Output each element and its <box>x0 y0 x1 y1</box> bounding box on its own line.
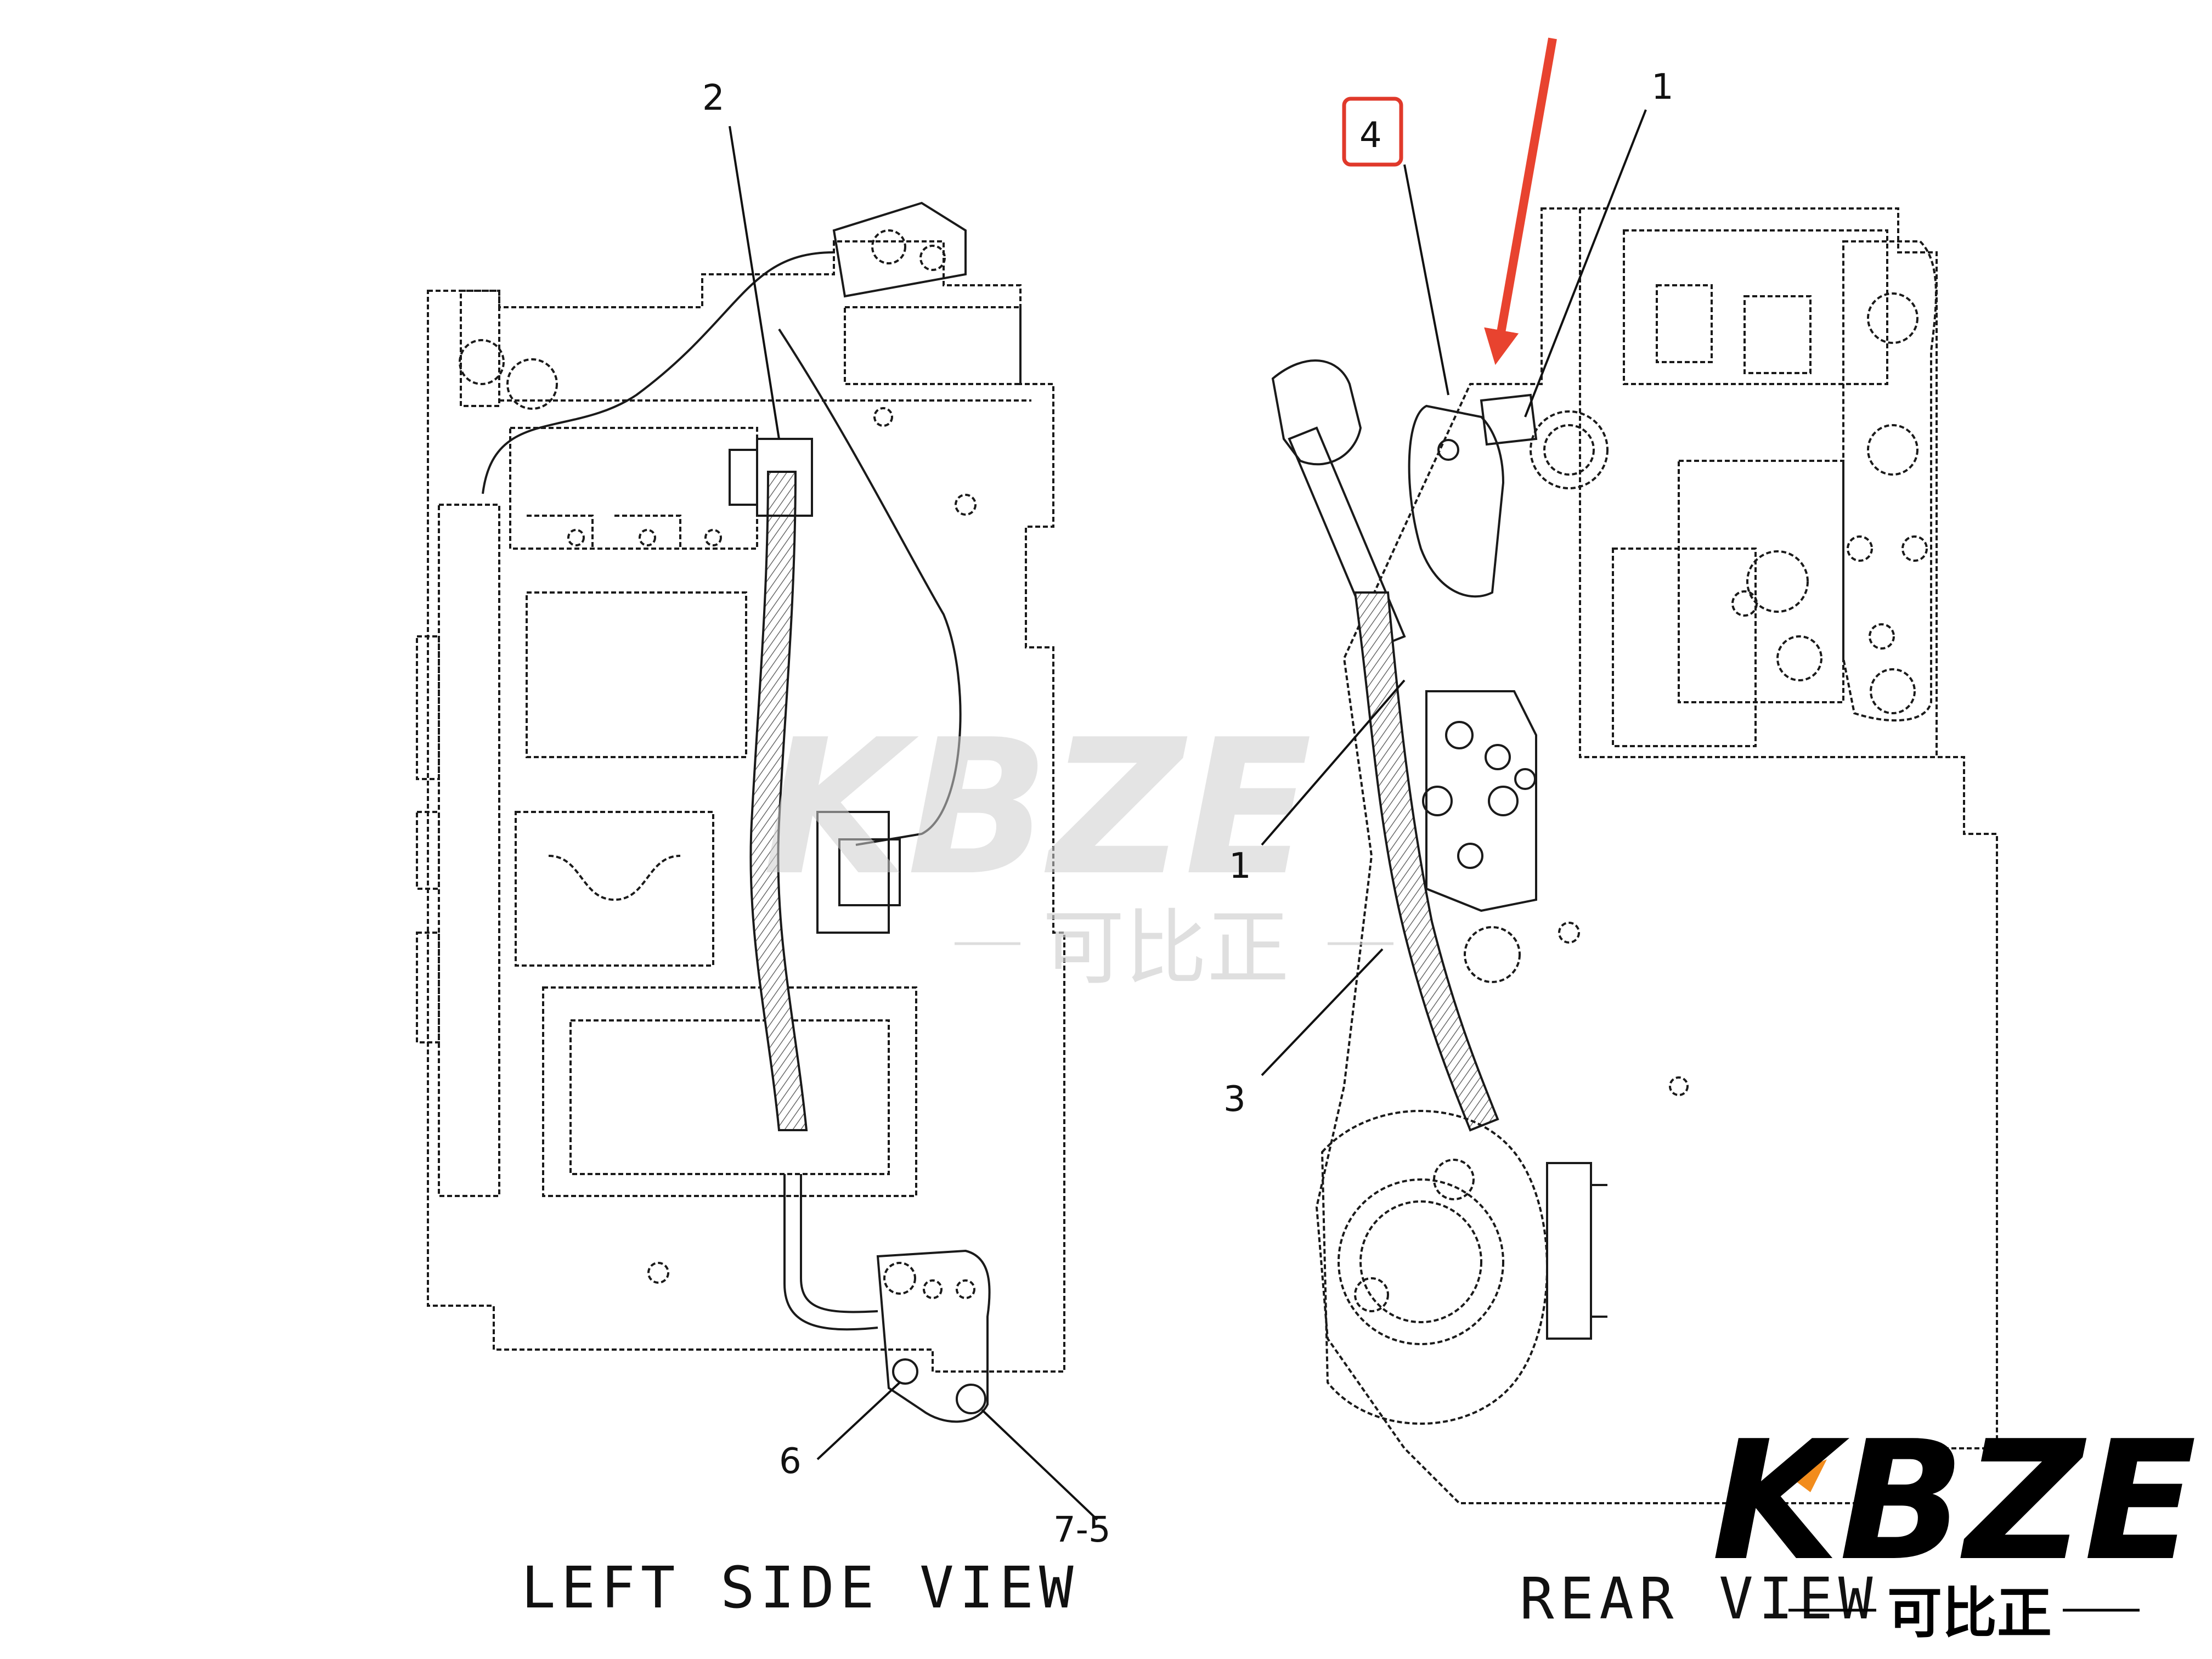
callout-left-2: 2 <box>702 78 725 119</box>
callout-rear-4: 4 <box>1359 115 1382 156</box>
callout-rear-3: 3 <box>1223 1079 1246 1120</box>
watermark-latin: KBZE <box>763 699 1312 917</box>
callout-left-6: 6 <box>779 1441 802 1482</box>
leader-lines <box>729 109 1647 1521</box>
rear-view-drawing <box>1271 207 1998 1504</box>
logo-chinese: 可比正 <box>1887 1581 2052 1645</box>
logo-accent-stroke <box>1788 1459 1827 1492</box>
callout-4-highlight-box <box>1342 97 1403 167</box>
callout-rear-1-top: 1 <box>1651 67 1674 108</box>
brand-logo: KBZE 可比正 <box>1712 1406 2197 1645</box>
left-side-view-drawing <box>416 201 1065 1423</box>
callout-left-7-5: 7-5 <box>1053 1510 1111 1550</box>
watermark-chinese: 可比正 <box>1042 901 1289 996</box>
highlight-arrow <box>1484 37 1557 365</box>
center-watermark: KBZE 可比正 <box>763 699 1393 996</box>
view-label-left: LEFT SIDE VIEW <box>521 1554 1079 1621</box>
callout-rear-1-mid: 1 <box>1229 846 1251 887</box>
logo-latin: KBZE <box>1712 1406 2197 1597</box>
view-label-rear: REAR VIEW <box>1520 1565 1878 1632</box>
